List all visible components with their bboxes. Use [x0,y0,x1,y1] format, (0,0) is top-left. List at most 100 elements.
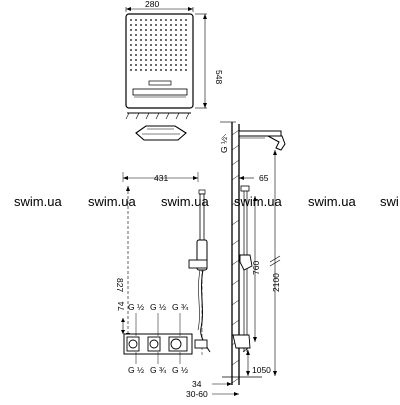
nozzle-dot [160,24,162,26]
nozzle-dot [185,29,187,31]
height-dimension: 548 [195,13,224,109]
nozzle-dot [135,29,137,31]
nozzle-dot [180,59,182,61]
dimension-2100: 2100 [269,150,281,376]
nozzle-grid [130,19,187,71]
nozzle-dot [140,19,142,21]
nozzle-dot [155,29,157,31]
nozzle-dot [175,39,177,41]
nozzle-dot [155,49,157,51]
nozzle-dot [175,34,177,36]
dimension-74: 74 [116,301,126,334]
nozzle-dot [150,19,152,21]
nozzle-dot [155,34,157,36]
valve-label-bottom-1: G ½ [128,365,144,375]
nozzle-dot [150,39,152,41]
nozzle-dot [135,19,137,21]
nozzle-dot [175,54,177,56]
valve-label-top-3: G ¾ [172,302,189,312]
nozzle-dot [150,54,152,56]
nozzle-dot [130,59,132,61]
nozzle-dot [180,49,182,51]
nozzle-dot [135,34,137,36]
nozzle-dot [170,44,172,46]
valve-labels-top: G ½ G ½ G ¾ [128,302,189,336]
nozzle-dot [160,49,162,51]
watermark-3: swim.ua [161,194,209,209]
nozzle-dot [140,24,142,26]
valve-label-bottom-3: G ½ [172,365,188,375]
nozzle-dot [140,39,142,41]
nozzle-dot [140,69,142,71]
dimension-431: 431 [122,172,199,183]
nozzle-dot [180,64,182,66]
nozzle-dot [180,34,182,36]
shower-head-side-view [135,125,187,141]
nozzle-dot [135,24,137,26]
nozzle-dot [135,44,137,46]
dim-280: 280 [145,0,159,9]
nozzle-dot [150,49,152,51]
nozzle-dot [160,29,162,31]
nozzle-dot [130,49,132,51]
nozzle-dot [160,34,162,36]
nozzle-dot [130,19,132,21]
watermark-5: swim.ua [308,194,356,209]
nozzle-dot [145,39,147,41]
nozzle-dot [170,19,172,21]
nozzle-dot [170,34,172,36]
nozzle-dot [180,29,182,31]
dim-760: 760 [251,261,261,275]
slide-rail-front [188,189,211,355]
nozzle-dot [150,29,152,31]
watermark-row: swim.ua swim.ua swim.ua swim.ua swim.ua … [14,194,399,209]
nozzle-dot [130,64,132,66]
nozzle-dot [165,39,167,41]
nozzle-dot [185,49,187,51]
nozzle-dot [170,24,172,26]
dim-1050: 1050 [252,365,271,375]
nozzle-dot [185,59,187,61]
nozzle-dot [130,39,132,41]
nozzle-dot [175,49,177,51]
nozzle-dot [170,49,172,51]
nozzle-dot [130,69,132,71]
nozzle-dot [165,64,167,66]
nozzle-dot [155,24,157,26]
nozzle-dot [135,49,137,51]
nozzle-dot [175,44,177,46]
nozzle-dot [185,69,187,71]
nozzle-dot [165,24,167,26]
nozzle-dot [135,64,137,66]
nozzle-dot [170,64,172,66]
nozzle-dot [180,24,182,26]
nozzle-dot [160,44,162,46]
nozzle-dot [130,54,132,56]
dimension-827: 827 [115,186,130,338]
dimension-760: 760 [251,196,261,342]
shower-arm [238,130,286,151]
nozzle-dot [185,34,187,36]
nozzle-dot [170,59,172,61]
nozzle-dot [175,29,177,31]
nozzle-dot [160,39,162,41]
nozzle-dot [165,29,167,31]
nozzle-dot [160,19,162,21]
nozzle-dot [160,64,162,66]
nozzle-dot [155,44,157,46]
valve-label-top-1: G ½ [128,302,144,312]
nozzle-dot [180,54,182,56]
nozzle-dot [130,44,132,46]
nozzle-dot [155,39,157,41]
slide-rail-side [232,185,253,352]
nozzle-dot [145,29,147,31]
nozzle-dot [130,34,132,36]
dimension-65: 65 [239,173,269,183]
nozzle-dot [185,44,187,46]
nozzle-dot [165,19,167,21]
nozzle-dot [185,19,187,21]
nozzle-dot [150,69,152,71]
nozzle-dot [145,24,147,26]
nozzle-dot [145,49,147,51]
nozzle-dot [175,24,177,26]
